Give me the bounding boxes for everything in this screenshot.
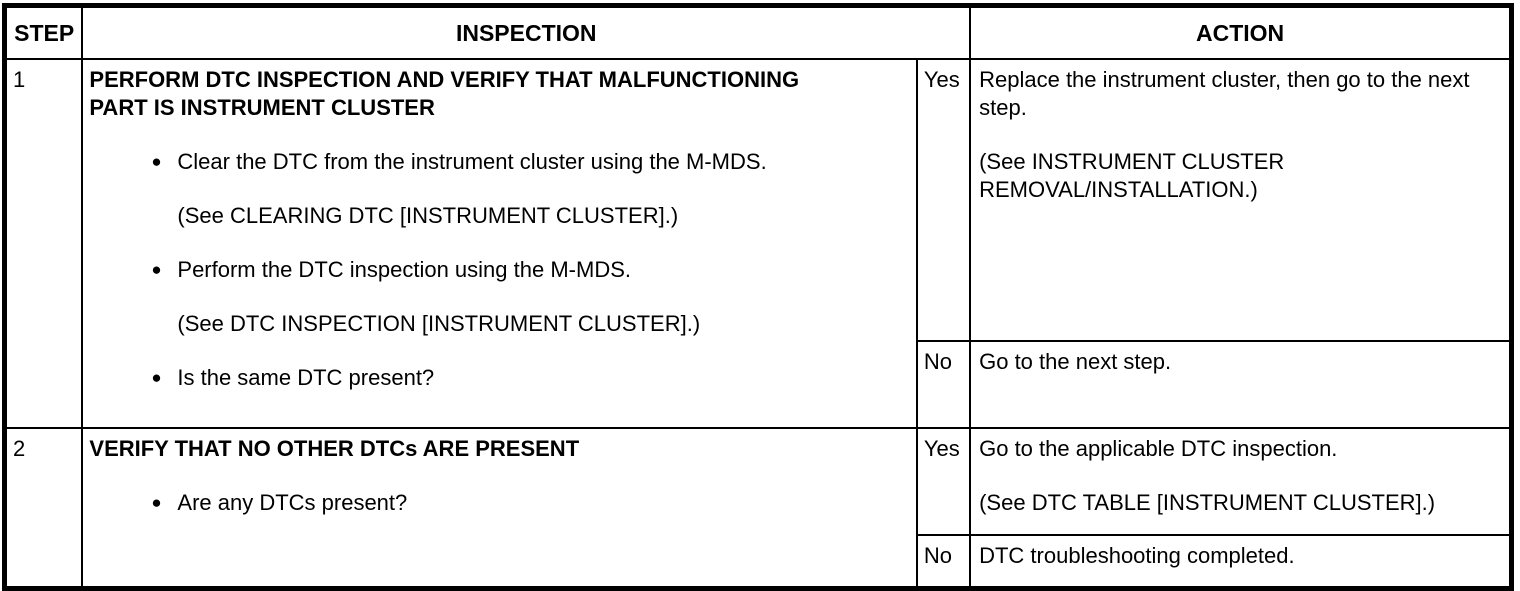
see-reference: (See DTC INSPECTION [INSTRUMENT CLUSTER]… [177, 311, 701, 336]
action-cell-step2-no: DTC troubleshooting completed. [969, 534, 1511, 588]
troubleshooting-table-frame: STEP INSPECTION ACTION 1 PERFORM DTC INS… [2, 3, 1514, 591]
yes-label-step1: Yes [915, 58, 972, 342]
dtc-troubleshooting-table: STEP INSPECTION ACTION 1 PERFORM DTC INS… [4, 6, 1511, 588]
action-text: DTC troubleshooting completed. [979, 543, 1295, 568]
bullet-text: Are any DTCs present? [177, 490, 408, 515]
bullet-icon: ● [151, 260, 162, 279]
see-reference: (See CLEARING DTC [INSTRUMENT CLUSTER].) [177, 203, 679, 228]
header-step: STEP [4, 6, 84, 60]
bullet-icon: ● [151, 152, 162, 171]
see-reference: (See INSTRUMENT CLUSTER REMOVAL/INSTALLA… [979, 149, 1285, 202]
bullet-text: Is the same DTC present? [177, 365, 435, 390]
header-action: ACTION [969, 6, 1511, 60]
manual-page: STEP INSPECTION ACTION 1 PERFORM DTC INS… [2, 3, 1514, 591]
table-row-step1-yes: 1 PERFORM DTC INSPECTION AND VERIFY THAT… [4, 58, 1511, 429]
inspection-cell-step1: PERFORM DTC INSPECTION AND VERIFY THAT M… [81, 58, 918, 429]
step-number-2: 2 [4, 427, 84, 588]
action-text: Go to the applicable DTC inspection. [979, 436, 1338, 461]
action-text: Replace the instrument cluster, then go … [979, 67, 1470, 120]
inspection-title: PERFORM DTC INSPECTION AND VERIFY THAT M… [89, 67, 800, 120]
table-row-step2-yes: 2 VERIFY THAT NO OTHER DTCs ARE PRESENT … [4, 427, 1511, 588]
table-header-row: STEP INSPECTION ACTION [4, 6, 1511, 60]
table-row-step1-no: No Go to the next step. [6, 340, 1511, 429]
header-inspection: INSPECTION [81, 6, 972, 60]
action-cell-step2-yes: Go to the applicable DTC inspection. (Se… [969, 427, 1511, 536]
list-item: ● Is the same DTC present? [89, 364, 907, 392]
list-item: ● Are any DTCs present? [89, 489, 907, 517]
action-cell-step1-no: Go to the next step. [969, 340, 1511, 429]
no-label-step2: No [915, 534, 972, 588]
yes-label-step2: Yes [915, 427, 972, 536]
step-number-1: 1 [4, 58, 84, 429]
inspection-cell-step2: VERIFY THAT NO OTHER DTCs ARE PRESENT ● … [81, 427, 918, 588]
list-item: ● Clear the DTC from the instrument clus… [89, 148, 907, 176]
no-label-step1: No [915, 340, 972, 429]
action-text: Go to the next step. [979, 349, 1172, 374]
list-item: ● Perform the DTC inspection using the M… [89, 256, 907, 284]
inspection-title: VERIFY THAT NO OTHER DTCs ARE PRESENT [89, 436, 580, 461]
action-cell-step1-yes: Replace the instrument cluster, then go … [969, 58, 1511, 342]
bullet-text: Perform the DTC inspection using the M-M… [177, 257, 631, 282]
see-reference: (See DTC TABLE [INSTRUMENT CLUSTER].) [979, 490, 1436, 515]
bullet-text: Clear the DTC from the instrument cluste… [177, 149, 767, 174]
bullet-icon: ● [151, 493, 162, 512]
bullet-icon: ● [151, 368, 162, 387]
